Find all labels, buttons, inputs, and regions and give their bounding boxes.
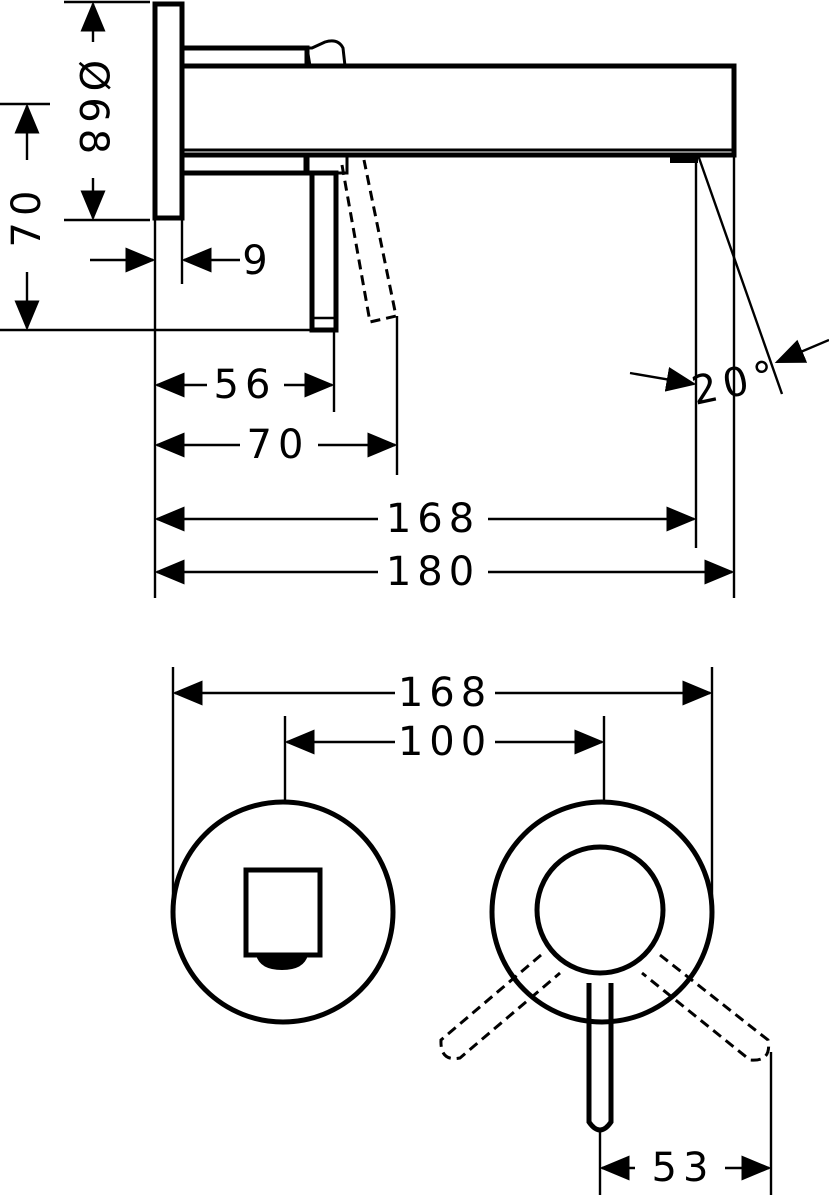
lever-swung-right bbox=[641, 953, 771, 1062]
lever-swung-outline bbox=[340, 159, 398, 324]
dim-escutcheon-diameter-label: Ø68 bbox=[70, 60, 116, 160]
dim-spout-angle: 20° bbox=[629, 338, 829, 415]
dim-lever-swing: 53 bbox=[598, 1052, 773, 1195]
upper-connector bbox=[179, 45, 310, 69]
lower-connector bbox=[179, 152, 310, 176]
dim-spout-angle-label: 20° bbox=[688, 351, 785, 414]
aerator bbox=[670, 155, 698, 163]
dim-lever-offset-label: 56 bbox=[214, 362, 277, 408]
spout-body bbox=[179, 63, 737, 158]
dim-plate-thickness: 9 bbox=[90, 218, 273, 284]
dim-centre-distance-label: 100 bbox=[398, 719, 492, 765]
dim-lever-offset: 56 bbox=[154, 332, 336, 412]
spout-outlet-face bbox=[243, 867, 323, 958]
dim-escutcheon-diameter: Ø68 bbox=[64, 0, 150, 222]
spray-angle-line bbox=[696, 154, 784, 395]
dim-lever-swing-label: 53 bbox=[652, 1145, 715, 1191]
spout-rosette bbox=[170, 799, 396, 1025]
dim-overall-length: 180 bbox=[154, 155, 736, 598]
dim-overall-width-label: 168 bbox=[398, 670, 492, 716]
dim-spout-outlet: 168 bbox=[154, 163, 698, 548]
mixer-hub bbox=[534, 844, 666, 976]
lever-front bbox=[586, 983, 614, 1133]
dim-plate-thickness-label: 9 bbox=[242, 238, 273, 284]
lever-swung-left bbox=[439, 953, 561, 1061]
side-view: Ø68 70 9 56 bbox=[0, 0, 829, 598]
dim-height-label: 70 bbox=[4, 185, 50, 248]
wall-plate bbox=[152, 1, 185, 221]
front-view: 168 100 53 bbox=[170, 667, 773, 1195]
aerator-front bbox=[256, 955, 308, 970]
cartridge-cap bbox=[305, 39, 347, 68]
dim-centre-distance: 100 bbox=[283, 716, 606, 802]
dim-overall-width: 168 bbox=[171, 667, 714, 912]
lever-handle bbox=[309, 170, 339, 333]
lever-hub bbox=[303, 153, 349, 175]
dim-lever-reach-label: 70 bbox=[247, 422, 310, 468]
dim-spout-outlet-label: 168 bbox=[386, 496, 480, 542]
mixer-rosette bbox=[489, 799, 715, 1025]
dim-overall-length-label: 180 bbox=[386, 549, 480, 595]
dim-lever-reach: 70 bbox=[154, 316, 399, 475]
